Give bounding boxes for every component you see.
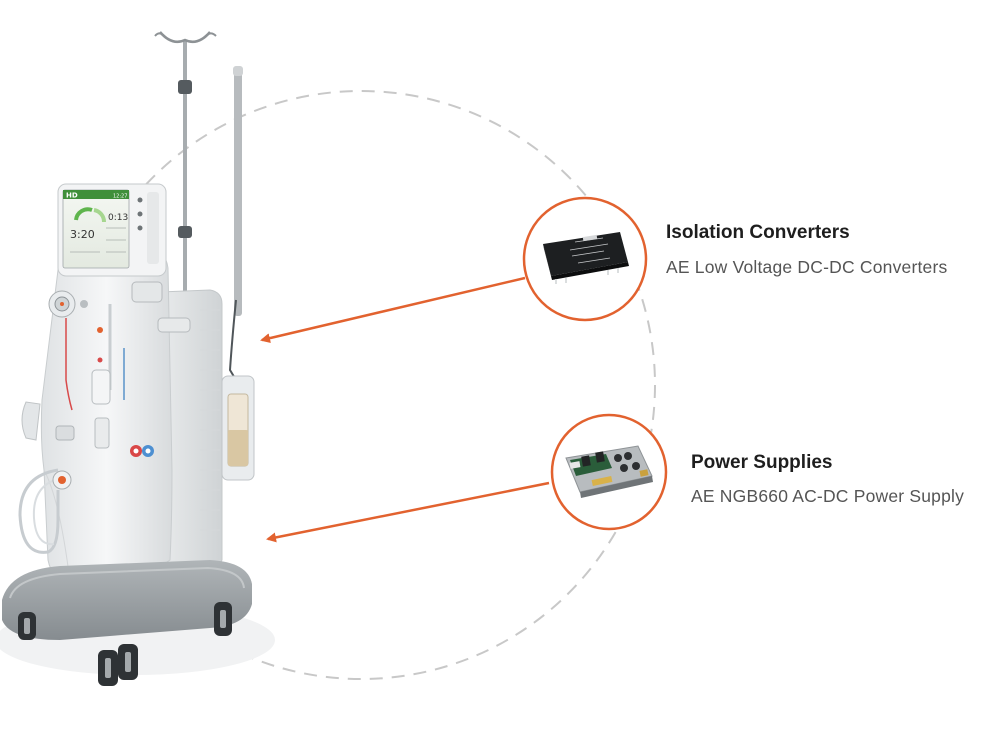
dc-dc-converter-module-icon <box>543 232 629 284</box>
callout-title-power-supplies: Power Supplies <box>691 452 833 473</box>
callout-power-supplies <box>266 413 668 543</box>
screen-clock: 12:27 <box>113 194 127 200</box>
callout-title-isolation-converters: Isolation Converters <box>666 222 850 243</box>
screen-sub-value: 0:13 <box>108 213 128 223</box>
arrow-to-machine-lower <box>266 481 550 543</box>
dashed-orbit-circle <box>66 90 656 680</box>
arrow-to-machine-upper <box>260 276 526 344</box>
dialysis-machine-illustration: HD 12:27 3:20 0:13 <box>0 31 275 686</box>
machine-base <box>2 560 252 686</box>
machine-monitor: HD 12:27 3:20 0:13 <box>57 183 167 277</box>
ac-dc-power-supply-board-icon <box>565 445 653 498</box>
callout-subtitle-ac-dc-power-supply: AE NGB660 AC-DC Power Supply <box>691 486 965 506</box>
screen-mode-label: HD <box>66 192 78 200</box>
secondary-pole <box>228 66 243 381</box>
front-panel-components <box>18 290 154 554</box>
side-canister <box>221 375 255 481</box>
screen-main-value: 3:20 <box>70 228 95 241</box>
callout-subtitle-dc-dc-converters: AE Low Voltage DC-DC Converters <box>666 257 948 277</box>
callout-isolation-converters <box>260 196 648 344</box>
